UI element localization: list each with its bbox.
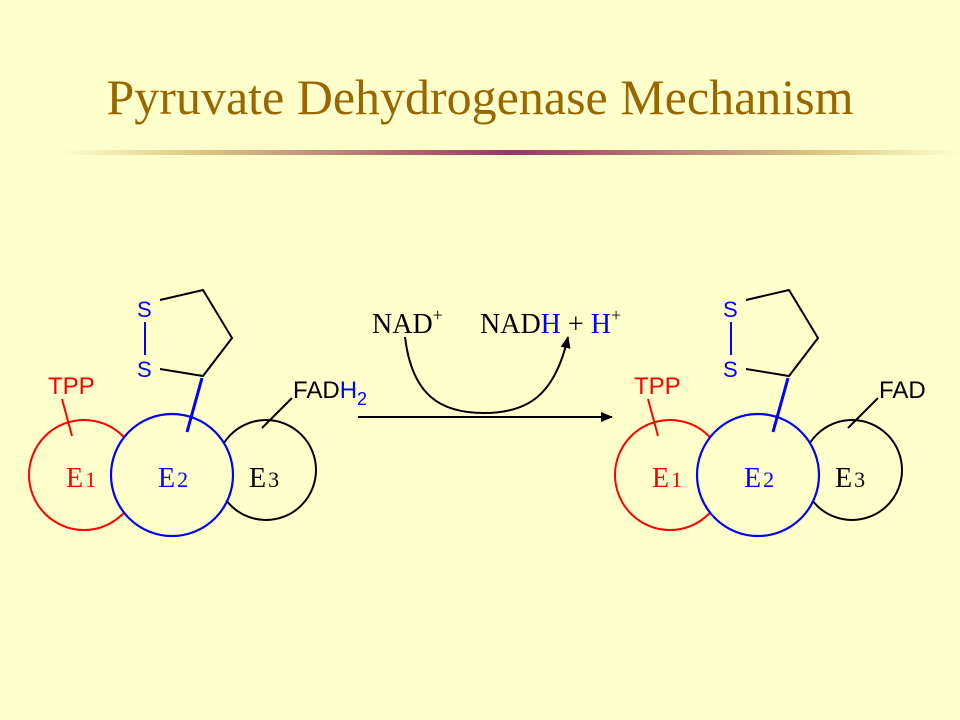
nadh-product-label: NADH + H+: [480, 305, 621, 340]
left-s-bottom: S: [137, 357, 152, 382]
right-s-top: S: [723, 297, 738, 322]
right-lipoyl-arm: [771, 377, 790, 433]
left-fadh2-label: FADH2: [293, 377, 367, 409]
right-e2-circle: [695, 412, 821, 538]
left-e2-label: E2: [158, 463, 188, 494]
right-fad-label: FAD: [879, 377, 926, 404]
right-tpp-label: TPP: [634, 373, 681, 400]
reaction-arrows: NAD+ NADH + H+: [358, 305, 621, 422]
page-title: Pyruvate Dehydrogenase Mechanism: [106, 69, 854, 125]
title-divider: [60, 150, 960, 155]
right-enzyme-complex: TPP S S E1 E2 E3 FAD: [614, 288, 926, 538]
left-s-top: S: [137, 297, 152, 322]
left-enzyme-complex: TPP S S E1 E2 E3 FADH2: [28, 288, 367, 538]
left-tpp-line: [61, 398, 73, 437]
right-e1-label: E1: [652, 463, 682, 494]
right-tpp-line: [647, 398, 659, 437]
nad-curved-arrow: [404, 336, 571, 415]
left-tpp-label: TPP: [48, 373, 95, 400]
right-e2-label: E2: [744, 463, 774, 494]
right-s-bottom: S: [723, 357, 738, 382]
right-e3-label: E3: [835, 463, 865, 494]
left-e3-label: E3: [249, 463, 279, 494]
left-e1-label: E1: [66, 463, 96, 494]
left-lipoyl-arm: [185, 377, 204, 433]
right-lipoyl-ring: [745, 288, 820, 378]
left-lipoyl-ring: [159, 288, 234, 378]
left-fadh2-line: [261, 397, 293, 429]
nad-reactant-label: NAD+: [372, 305, 443, 340]
right-fad-line: [847, 397, 879, 429]
left-e2-circle: [109, 412, 235, 538]
